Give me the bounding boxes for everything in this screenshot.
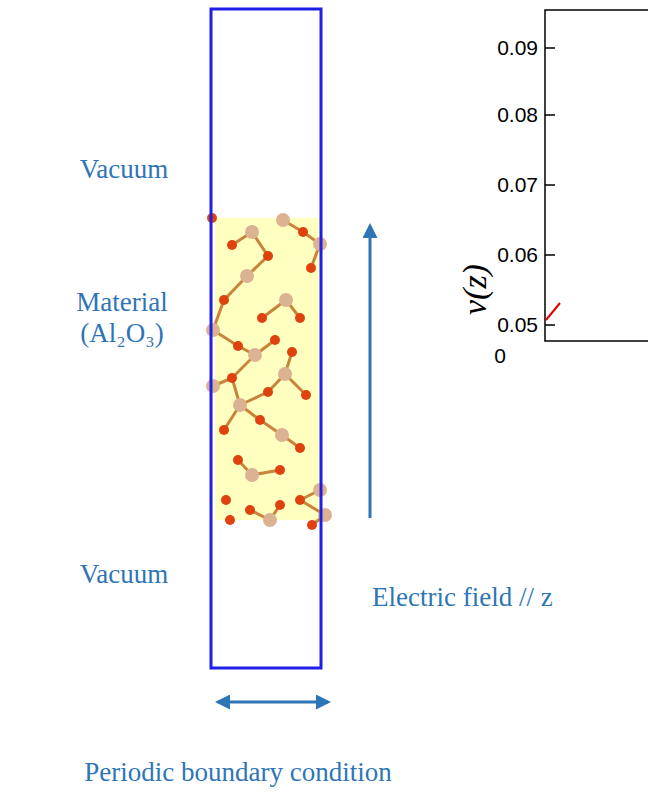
aluminium-atom [275,428,289,442]
oxygen-atom [298,227,308,237]
oxygen-atom [287,347,297,357]
oxygen-atom [307,520,317,530]
aluminium-atom [240,269,254,283]
tick-label: 0.07 [497,173,538,197]
oxygen-atom [233,341,243,351]
oxygen-atom [263,387,273,397]
field-arrow [369,226,372,518]
oxygen-atom [263,251,273,261]
boundary-label: Periodic boundary condition [84,757,391,788]
oxygen-atom [275,465,285,475]
aluminium-atom [245,468,259,482]
oxygen-atom [221,495,231,505]
oxygen-atom [295,495,305,505]
oxygen-atom [219,295,229,305]
oxygen-atom [225,515,235,525]
aluminium-atom [233,398,247,412]
aluminium-atom [245,225,259,239]
tick-label: 0.08 [497,103,538,127]
oxygen-atom [219,425,229,435]
region-label: Vacuum [80,559,168,590]
axis-title: v(z) [454,265,493,316]
oxygen-atom [255,415,265,425]
aluminium-atom [206,379,220,393]
oxygen-atom [233,455,243,465]
oxygen-atom [275,500,285,510]
potential-curve [546,303,560,320]
region-label: Material (Al₂O₃) [67,287,177,349]
field-label: Electric field // z [372,582,553,613]
aluminium-atom [276,213,290,227]
plot-frame [545,10,648,341]
oxygen-atom [257,313,267,323]
oxygen-atom [295,443,305,453]
aluminium-atom [279,293,293,307]
oxygen-atom [306,263,316,273]
tick-label: 0.05 [497,313,538,337]
region-label: Vacuum [80,154,168,185]
tick-label: 0.06 [497,243,538,267]
aluminium-atom [206,323,220,337]
aluminium-atom [248,348,262,362]
periodic-arrow [218,701,328,704]
tick-label: 0 [494,344,506,368]
oxygen-atom [270,335,280,345]
oxygen-atom [301,390,311,400]
oxygen-atom [245,505,255,515]
oxygen-atom [295,313,305,323]
tick-label: 0.09 [497,36,538,60]
atoms [206,213,332,530]
aluminium-atom [278,367,292,381]
oxygen-atom [227,240,237,250]
aluminium-atom [263,513,277,527]
oxygen-atom [227,373,237,383]
material-region [215,218,322,520]
simulation-cell [211,9,321,668]
